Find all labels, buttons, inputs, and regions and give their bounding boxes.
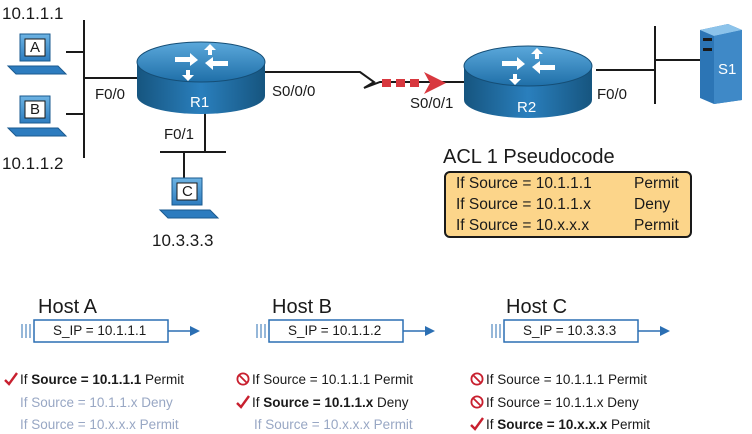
pc-b-icon	[6, 95, 68, 137]
eval-b-2: If Source = 10.1.1.x Deny	[236, 395, 409, 411]
acl-rule-1: If Source = 10.1.1.1 Permit	[456, 175, 679, 193]
eval-text: If Source = 10.1.1.1 Permit	[486, 372, 647, 387]
pc-b-letter: B	[30, 101, 41, 118]
deny-icon	[470, 372, 484, 386]
packet-b-text: S_IP = 10.1.1.2	[288, 323, 382, 338]
deny-icon	[470, 395, 484, 409]
pc-a-icon	[6, 33, 68, 75]
pc-c-icon	[158, 177, 220, 219]
eval-source: Source = 10.1.1.1	[31, 372, 142, 387]
eval-action: Deny	[373, 395, 409, 410]
r1-f01-label: F0/1	[164, 126, 195, 143]
pc-a-ip: 10.1.1.1	[2, 4, 64, 23]
r2-s001-label: S0/0/1	[410, 95, 454, 112]
serial-link	[262, 71, 468, 89]
packet-a-icon	[21, 319, 200, 343]
eval-a-1: If Source = 10.1.1.1 Permit	[4, 372, 184, 388]
eval-prefix: If	[486, 417, 498, 432]
r1-f00-label: F0/0	[95, 86, 126, 103]
acl-rule-1-text: If Source = 10.1.1.1	[456, 175, 592, 192]
eval-c-1: If Source = 10.1.1.1 Permit	[470, 372, 647, 388]
eval-action: Permit	[607, 417, 650, 432]
server-s1-icon	[700, 24, 742, 104]
acl-rule-2: If Source = 10.1.1.x Deny	[456, 196, 670, 214]
router-r1-icon	[136, 41, 266, 114]
packet-c-text: S_IP = 10.3.3.3	[523, 323, 617, 338]
eval-prefix: If	[252, 395, 264, 410]
check-icon	[4, 372, 18, 386]
eval-action: Permit	[141, 372, 184, 387]
acl-rule-3-action: Permit	[634, 217, 679, 234]
eval-source: Source = 10.x.x.x	[497, 417, 608, 432]
eval-text: If Source = 10.1.1.x Deny	[486, 395, 639, 410]
acl-rules-box: If Source = 10.1.1.1 Permit If Source = …	[444, 171, 692, 238]
eval-prefix: If	[20, 372, 32, 387]
pc-c-letter: C	[182, 183, 193, 200]
eval-text: If Source = 10.1.1.1 Permit	[252, 372, 413, 387]
pc-c-ip: 10.3.3.3	[152, 231, 214, 250]
acl-title: ACL 1 Pseudocode	[443, 146, 615, 168]
eval-c-3: If Source = 10.x.x.x Permit	[470, 417, 650, 433]
traffic-arrow	[382, 72, 446, 94]
r2-f00-label: F0/0	[597, 86, 628, 103]
eval-a-3: If Source = 10.x.x.x Permit	[20, 417, 179, 432]
host-b-label: Host B	[272, 296, 333, 318]
eval-b-1: If Source = 10.1.1.1 Permit	[236, 372, 413, 388]
pc-a-letter: A	[30, 39, 41, 56]
eval-source: Source = 10.1.1.x	[263, 395, 374, 410]
eval-a-2: If Source = 10.1.1.x Deny	[20, 395, 173, 410]
acl-rule-3: If Source = 10.x.x.x Permit	[456, 217, 679, 235]
eval-b-3: If Source = 10.x.x.x Permit	[254, 417, 413, 432]
host-c-label: Host C	[506, 296, 568, 318]
acl-rule-3-text: If Source = 10.x.x.x	[456, 217, 590, 234]
eval-c-2: If Source = 10.1.1.x Deny	[470, 395, 639, 411]
r1-label: R1	[190, 94, 210, 111]
host-a-label: Host A	[38, 296, 97, 318]
check-icon	[236, 395, 250, 409]
s1-label: S1	[718, 61, 737, 78]
acl-rule-1-action: Permit	[634, 175, 679, 192]
acl-rule-2-action: Deny	[634, 196, 671, 213]
r1-s000-label: S0/0/0	[272, 83, 316, 100]
packet-c-icon	[491, 319, 670, 343]
check-icon	[470, 417, 484, 431]
r2-label: R2	[517, 99, 537, 116]
pc-b-ip: 10.1.1.2	[2, 154, 64, 173]
acl-rule-2-text: If Source = 10.1.1.x	[456, 196, 591, 213]
deny-icon	[236, 372, 250, 386]
packet-b-icon	[256, 319, 435, 343]
packet-a-text: S_IP = 10.1.1.1	[53, 323, 147, 338]
router-r2-icon	[463, 45, 593, 118]
